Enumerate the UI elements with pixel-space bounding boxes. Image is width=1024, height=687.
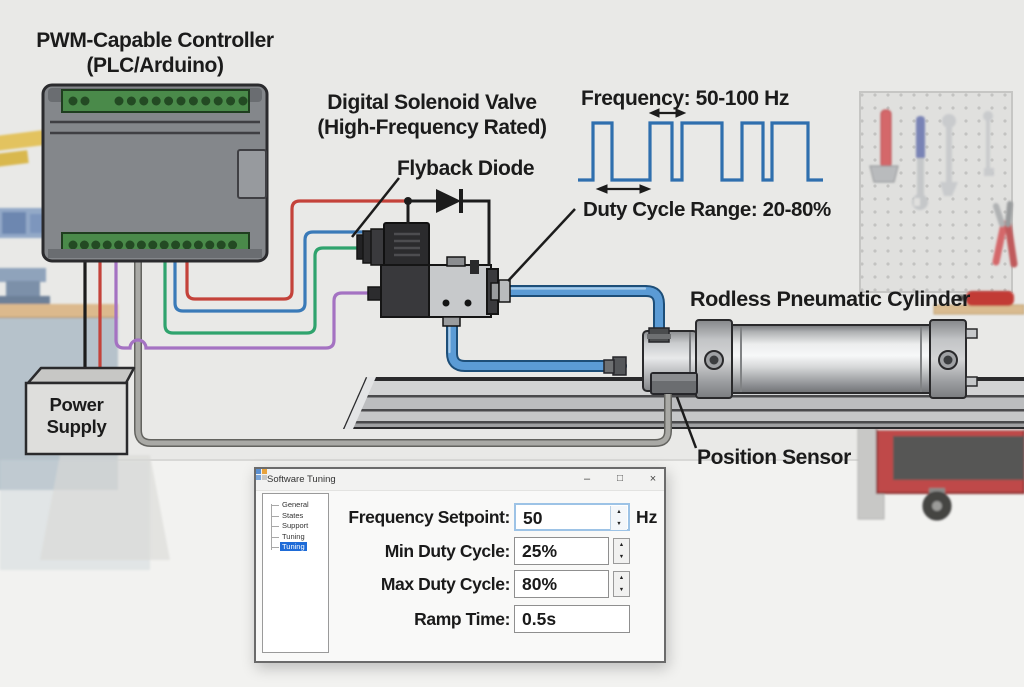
spinner-down-button[interactable]: ▼: [618, 587, 625, 593]
frequency-setpoint-field: Frequency Setpoint: 50 ▲ ▼ Hz: [256, 503, 664, 531]
drill-icon: [966, 291, 1014, 306]
frequency-spinner: ▲ ▼: [610, 506, 627, 530]
valve-body: [428, 264, 492, 318]
ramp-time-label: Ramp Time:: [414, 609, 510, 629]
tube-fitting: [612, 356, 627, 376]
minimize-button[interactable]: –: [583, 473, 591, 485]
callout-lines: [351, 177, 698, 449]
window-titlebar[interactable]: Software Tuning – □ ×: [256, 469, 664, 491]
duty-arrow-icon: [595, 184, 652, 194]
software-tuning-window: Software Tuning – □ × General States Sup…: [254, 467, 666, 663]
tree-item-states[interactable]: States: [271, 511, 328, 522]
min-duty-cycle-input[interactable]: 25%: [514, 537, 609, 565]
drill-shelf: [933, 291, 1024, 315]
spinner-up-button[interactable]: ▲: [618, 575, 625, 581]
power-supply-box: [24, 366, 136, 456]
rodless-cylinder: [642, 319, 978, 399]
wire-green: [163, 246, 364, 335]
ramp-time-input[interactable]: 0.5s: [514, 605, 630, 633]
valve-port-right: [490, 282, 500, 301]
position-sensor-device: [650, 372, 698, 395]
solenoid-coil: [383, 222, 430, 270]
cylinder-label: Rodless Pneumatic Cylinder: [690, 287, 970, 311]
valve-label: Digital Solenoid Valve (High-Frequency R…: [317, 91, 547, 139]
max-duty-cycle-label: Max Duty Cycle:: [380, 574, 511, 594]
solenoid-valve: [356, 222, 511, 327]
min-duty-cycle-field: Min Duty Cycle: 25% ▲ ▼: [256, 537, 664, 565]
pegboard: [859, 91, 1018, 293]
tree-item-tuning[interactable]: Tuning: [271, 532, 328, 543]
frequency-label: Frequency: 50-100 Hz: [581, 87, 789, 110]
close-button[interactable]: ×: [649, 473, 657, 485]
wrench-silver-icon: [942, 114, 956, 128]
wire-purple: [114, 256, 372, 350]
wrench-blue-icon: [916, 116, 925, 160]
tree-guide-line: [271, 504, 272, 550]
wiring: [83, 199, 405, 372]
wire-blue: [173, 230, 364, 313]
period-arrow-icon: [648, 108, 687, 118]
spinner-up-button[interactable]: ▲: [618, 542, 625, 548]
hammer-icon: [880, 109, 892, 169]
ramp-time-field: Ramp Time: 0.5s: [256, 605, 664, 633]
frequency-unit-label: Hz: [636, 507, 658, 527]
maximize-button[interactable]: □: [616, 473, 624, 484]
wrench-thin-icon: [983, 111, 993, 121]
min-duty-spinner: ▲ ▼: [613, 538, 630, 564]
spinner-down-button[interactable]: ▼: [616, 521, 622, 527]
window-title: Software Tuning: [267, 474, 336, 485]
min-duty-cycle-label: Min Duty Cycle:: [384, 541, 511, 561]
app-icon: [256, 469, 267, 480]
valve-port-left: [367, 286, 383, 301]
spinner-up-button[interactable]: ▲: [616, 509, 622, 515]
pliers-icon: [992, 220, 1008, 266]
settings-tree: General States Support Tuning Tuning: [262, 493, 329, 653]
flyback-diode-circuit: [404, 189, 491, 265]
frequency-setpoint-input[interactable]: 50 ▲ ▼: [514, 503, 630, 531]
sensor-cable: [134, 258, 672, 447]
flyback-diode-label: Flyback Diode: [397, 157, 535, 180]
tree-item-support[interactable]: Support: [271, 521, 328, 532]
controller-label: PWM-Capable Controller (PLC/Arduino): [36, 29, 274, 77]
max-duty-cycle-input[interactable]: 80%: [514, 570, 609, 598]
tree-item-general[interactable]: General: [271, 500, 328, 511]
diode-symbol-icon: [436, 189, 461, 213]
power-supply-label: Power Supply: [46, 394, 107, 437]
plc-device: [41, 83, 269, 263]
spinner-down-button[interactable]: ▼: [618, 554, 625, 560]
duty-cycle-label: Duty Cycle Range: 20-80%: [583, 198, 831, 221]
wire-red-pwm: [185, 199, 405, 301]
pwm-waveform: [578, 108, 823, 194]
tree-item-tuning-selected[interactable]: Tuning: [271, 542, 328, 553]
valve-port-bottom: [442, 316, 461, 327]
max-duty-cycle-field: Max Duty Cycle: 80% ▲ ▼: [256, 570, 664, 598]
frequency-setpoint-label: Frequency Setpoint:: [348, 507, 510, 527]
pneumatic-tubes: [446, 285, 671, 376]
position-sensor-label: Position Sensor: [697, 446, 851, 469]
max-duty-spinner: ▲ ▼: [613, 571, 630, 597]
tool-cart: [857, 422, 1024, 521]
